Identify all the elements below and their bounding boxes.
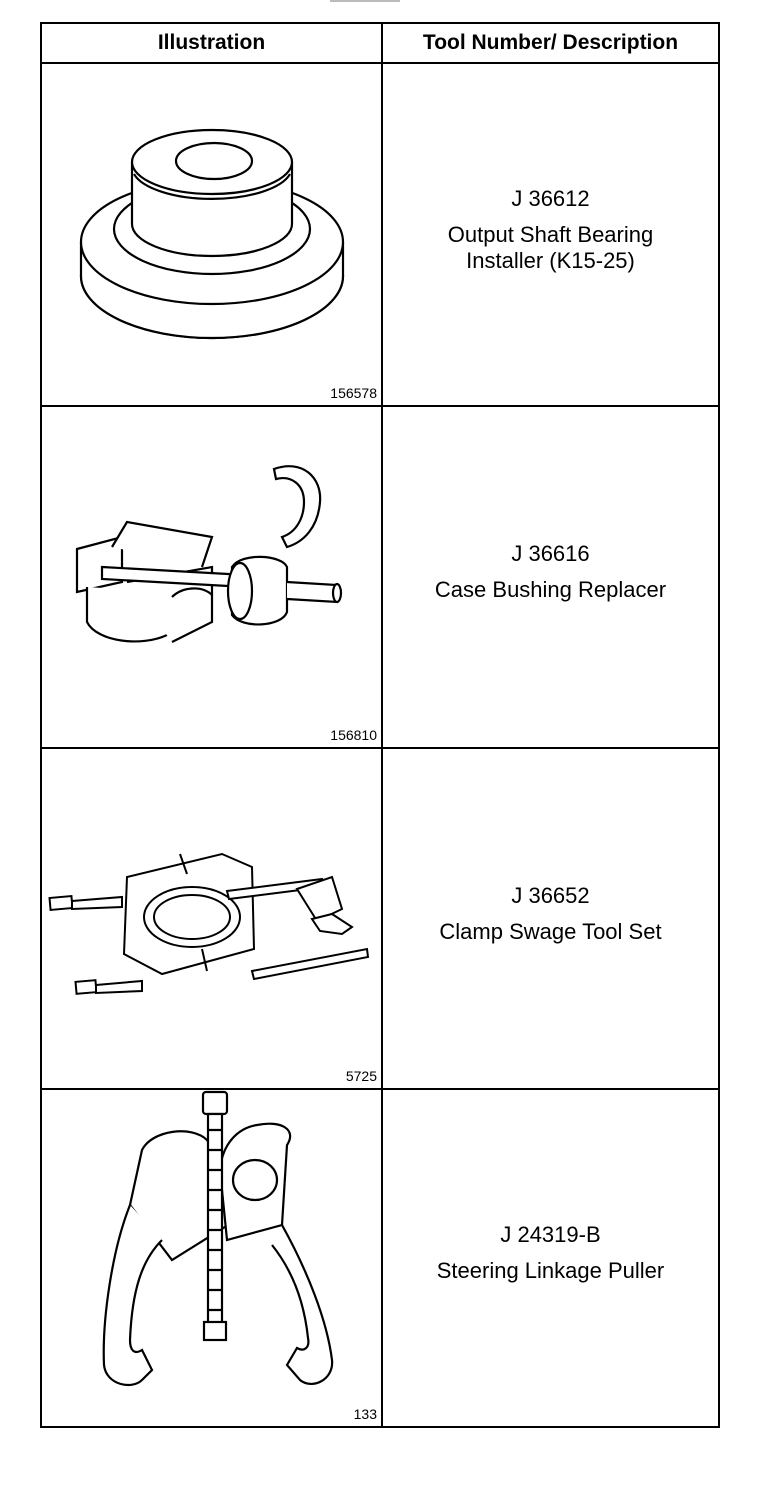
tool-number: J 36616 (511, 541, 590, 566)
table-row: 156810 J 36616 Case Bushing Replacer (42, 407, 718, 749)
tool-desc-line1: Clamp Swage Tool Set (439, 918, 662, 944)
tool-description: J 36612 Output Shaft Bearing Installer (… (383, 64, 718, 405)
bushing-replacer-icon: 156810 (42, 407, 381, 747)
figure-number: 156578 (330, 385, 377, 401)
figure-number: 156810 (330, 727, 377, 743)
tool-desc-line1: Case Bushing Replacer (434, 577, 667, 602)
tool-desc-line1: Steering Linkage Puller (436, 1258, 665, 1283)
tool-number: J 36612 (511, 185, 590, 211)
scan-mark (330, 0, 400, 2)
table-row: 133 J 24319-B Steering Linkage Puller (42, 1090, 718, 1426)
header-illustration: Illustration (157, 31, 266, 54)
tool-number: J 36652 (511, 882, 590, 908)
tool-desc-line2: Installer (K15-25) (466, 247, 635, 273)
tool-desc-line1: Output Shaft Bearing (447, 221, 654, 247)
table-row: 156578 J 36612 Output Shaft Bearing Inst… (42, 64, 718, 407)
tool-description: J 36616 Case Bushing Replacer (383, 407, 718, 747)
linkage-puller-icon: 133 (42, 1090, 381, 1426)
table-header: Illustration Tool Number/ Description (42, 24, 718, 64)
tool-description: J 24319-B Steering Linkage Puller (383, 1090, 718, 1426)
header-tool: Tool Number/ Description (422, 31, 679, 54)
column-divider (381, 24, 383, 1426)
clamp-swage-icon: 5725 (42, 749, 381, 1088)
tool-table: Illustration Tool Number/ Description 15… (40, 22, 720, 1428)
tool-number: J 24319-B (500, 1222, 601, 1247)
table-row: 5725 J 36652 Clamp Swage Tool Set (42, 749, 718, 1090)
figure-number: 5725 (345, 1068, 377, 1084)
tool-description: J 36652 Clamp Swage Tool Set (383, 749, 718, 1088)
bearing-installer-icon: 156578 (42, 64, 381, 405)
figure-number: 133 (353, 1406, 377, 1422)
